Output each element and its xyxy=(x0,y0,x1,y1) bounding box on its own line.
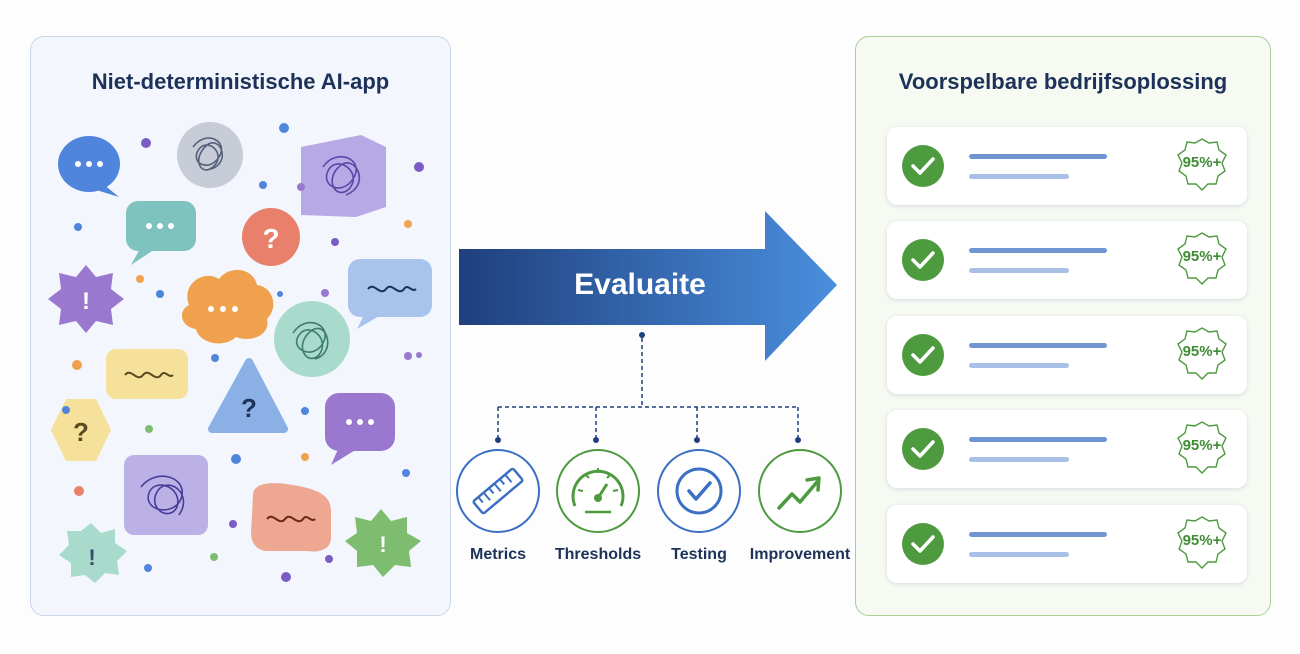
tangle-shield-icon xyxy=(301,135,386,217)
chat-bubble-icon xyxy=(126,201,196,265)
check-icon xyxy=(902,428,944,470)
result-row: 95%+ xyxy=(887,410,1247,488)
tangle-icon xyxy=(124,455,208,535)
check-icon xyxy=(902,523,944,565)
svg-text:!: ! xyxy=(82,288,90,315)
check-icon xyxy=(902,145,944,187)
seal-badge-icon xyxy=(1177,138,1227,191)
chat-bubble-icon xyxy=(325,393,395,465)
scatter-dots xyxy=(62,123,424,582)
chat-bubble-icon xyxy=(58,136,120,197)
chat-bubble-icon xyxy=(251,483,331,552)
chat-bubble-icon xyxy=(181,269,274,344)
svg-text:?: ? xyxy=(262,223,279,254)
left-panel: Niet-deterministische AI-app ? xyxy=(30,36,451,616)
svg-text:?: ? xyxy=(241,393,257,423)
step-connectors xyxy=(495,332,801,443)
svg-text:!: ! xyxy=(88,545,95,570)
step-metrics: Metrics xyxy=(443,448,553,564)
score-badge: 95%+ xyxy=(1182,248,1222,265)
seal-badge-icon xyxy=(1177,421,1227,474)
result-row-graphic xyxy=(902,232,1227,285)
check-icon xyxy=(902,334,944,376)
score-badge: 95%+ xyxy=(1182,437,1222,454)
step-label: Improvement xyxy=(749,546,851,563)
trend-up-icon xyxy=(758,449,842,533)
svg-text:!: ! xyxy=(379,532,386,557)
score-badge: 95%+ xyxy=(1182,343,1222,360)
seal-badge-icon xyxy=(1177,327,1227,380)
alert-star-icon: ! xyxy=(59,523,127,583)
right-panel-title: Voorspelbare bedrijfsoplossing xyxy=(898,69,1228,94)
seal-badge-icon xyxy=(1177,232,1227,285)
step-thresholds: Thresholds xyxy=(543,448,653,564)
alert-star-icon: ! xyxy=(345,509,421,577)
result-row: 95%+ xyxy=(887,505,1247,583)
tangle-icon xyxy=(177,122,243,188)
step-testing: Testing xyxy=(644,448,754,564)
result-row-graphic xyxy=(902,327,1227,380)
seal-badge-icon xyxy=(1177,516,1227,569)
check-icon xyxy=(902,239,944,281)
result-row: 95%+ xyxy=(887,221,1247,299)
step-label: Testing xyxy=(671,546,727,563)
ruler-icon xyxy=(456,449,540,533)
question-hexagon-icon: ? xyxy=(51,399,111,461)
chaos-illustration: ? ! ? xyxy=(48,122,432,583)
result-row: 95%+ xyxy=(887,127,1247,205)
score-badge: 95%+ xyxy=(1182,154,1222,171)
svg-text:?: ? xyxy=(73,417,89,447)
question-icon: ? xyxy=(242,208,300,266)
alert-star-icon: ! xyxy=(48,265,124,333)
step-label: Thresholds xyxy=(554,546,642,563)
chat-bubble-icon xyxy=(348,259,432,329)
step-label: Metrics xyxy=(469,546,527,563)
arrow-label: Evaluaite xyxy=(574,268,706,301)
chat-bubble-icon xyxy=(106,349,188,399)
result-row-graphic xyxy=(902,138,1227,191)
result-row: 95%+ xyxy=(887,316,1247,394)
result-row-graphic xyxy=(902,516,1227,569)
gauge-icon xyxy=(556,449,640,533)
left-panel-title: Niet-deterministische AI-app xyxy=(91,69,390,94)
step-improvement: Improvement xyxy=(745,448,855,564)
score-badge: 95%+ xyxy=(1182,532,1222,549)
evaluate-arrow xyxy=(459,211,837,361)
tangle-icon xyxy=(274,301,350,377)
result-row-graphic xyxy=(902,421,1227,474)
question-triangle-icon: ? xyxy=(208,358,288,433)
right-panel: Voorspelbare bedrijfsoplossing 95%+ 95%+ xyxy=(855,36,1271,616)
check-circle-icon xyxy=(657,449,741,533)
